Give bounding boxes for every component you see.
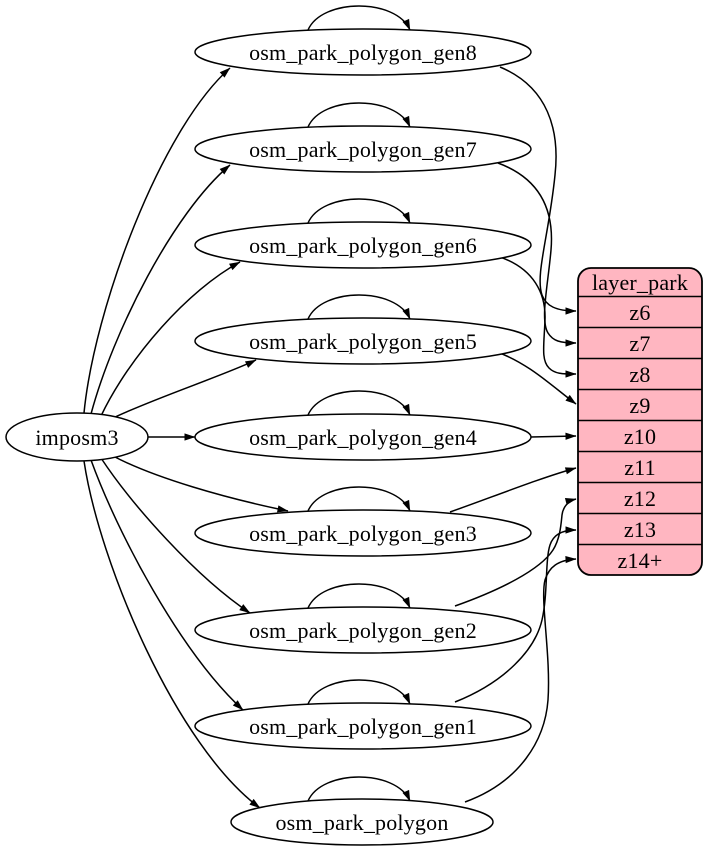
layer-park-title: layer_park [592,270,688,295]
edge-gen5-z9 [496,351,577,405]
edge-gen8-z6 [499,66,577,315]
edge-self-loop-gen4 [307,390,411,416]
row-z14plus: z14+ [618,548,663,573]
edge-imposm3-gen2 [100,457,251,614]
gen8-label: osm_park_polygon_gen8 [249,40,477,65]
gen1-label: osm_park_polygon_gen1 [249,714,477,739]
edge-polygon-z14plus [464,555,577,803]
edge-imposm3-gen7 [90,164,231,415]
edge-self-loop-gen2 [307,583,411,609]
node-layer-park: layer_park z6 z7 z8 z9 z10 z11 z12 z13 z… [577,267,703,576]
gen5-label: osm_park_polygon_gen5 [249,329,477,354]
node-osm-park-polygon-gen7: osm_park_polygon_gen7 [194,125,532,173]
edge-imposm3-polygon [83,460,261,809]
edge-self-loop-polygon [307,776,411,802]
node-osm-park-polygon-gen2: osm_park_polygon_gen2 [194,606,532,654]
gen2-label: osm_park_polygon_gen2 [249,618,477,643]
edge-gen7-z7 [497,162,577,347]
edge-self-loop-gen3 [307,486,411,512]
edge-gen6-z8 [496,255,577,378]
gen6-label: osm_park_polygon_gen6 [249,233,477,258]
node-osm-park-polygon: osm_park_polygon [230,798,494,846]
polygon-ellipse [230,798,494,846]
row-z10: z10 [624,424,656,449]
node-osm-park-polygon-gen8: osm_park_polygon_gen8 [194,28,532,76]
edge-imposm3-gen5 [112,359,257,419]
imposm3-label: imposm3 [35,425,118,450]
layer-park-box [577,267,703,576]
gen7-ellipse [194,125,532,173]
edge-gen3-z11 [449,467,577,513]
gen1-ellipse [194,702,532,750]
imposm3-ellipse [5,412,149,462]
row-z13: z13 [624,517,656,542]
gen3-ellipse [194,509,532,557]
gen4-label: osm_park_polygon_gen4 [249,425,477,450]
node-osm-park-polygon-gen1: osm_park_polygon_gen1 [194,702,532,750]
node-osm-park-polygon-gen3: osm_park_polygon_gen3 [194,509,532,557]
node-osm-park-polygon-gen4: osm_park_polygon_gen4 [194,413,532,461]
edge-self-loop-gen8 [307,5,411,31]
edge-self-loop-gen1 [307,679,411,705]
edge-imposm3-gen3 [112,455,289,513]
edge-gen2-z12 [454,498,577,607]
gen2-ellipse [194,606,532,654]
edge-imposm3-gen1 [90,459,244,711]
gen7-label: osm_park_polygon_gen7 [249,137,477,162]
edges [83,5,577,809]
node-osm-park-polygon-gen6: osm_park_polygon_gen6 [194,221,532,269]
gen3-label: osm_park_polygon_gen3 [249,521,477,546]
row-z9: z9 [629,393,650,418]
row-z11: z11 [624,455,656,480]
edge-gen4-z10 [530,432,577,440]
row-z12: z12 [624,486,656,511]
row-z7: z7 [629,331,650,356]
node-imposm3: imposm3 [5,412,149,462]
gen5-ellipse [194,317,532,365]
edge-self-loop-gen5 [307,294,411,320]
node-osm-park-polygon-gen5: osm_park_polygon_gen5 [194,317,532,365]
gen6-ellipse [194,221,532,269]
edge-self-loop-gen7 [307,102,411,128]
edge-imposm3-gen8 [83,67,231,414]
row-z8: z8 [629,362,650,387]
gen8-ellipse [194,28,532,76]
edge-gen1-z13 [454,526,577,703]
edge-self-loop-gen6 [307,198,411,224]
gen4-ellipse [194,413,532,461]
row-z6: z6 [629,300,650,325]
edge-imposm3-gen6 [100,261,241,417]
polygon-label: osm_park_polygon [275,810,448,835]
